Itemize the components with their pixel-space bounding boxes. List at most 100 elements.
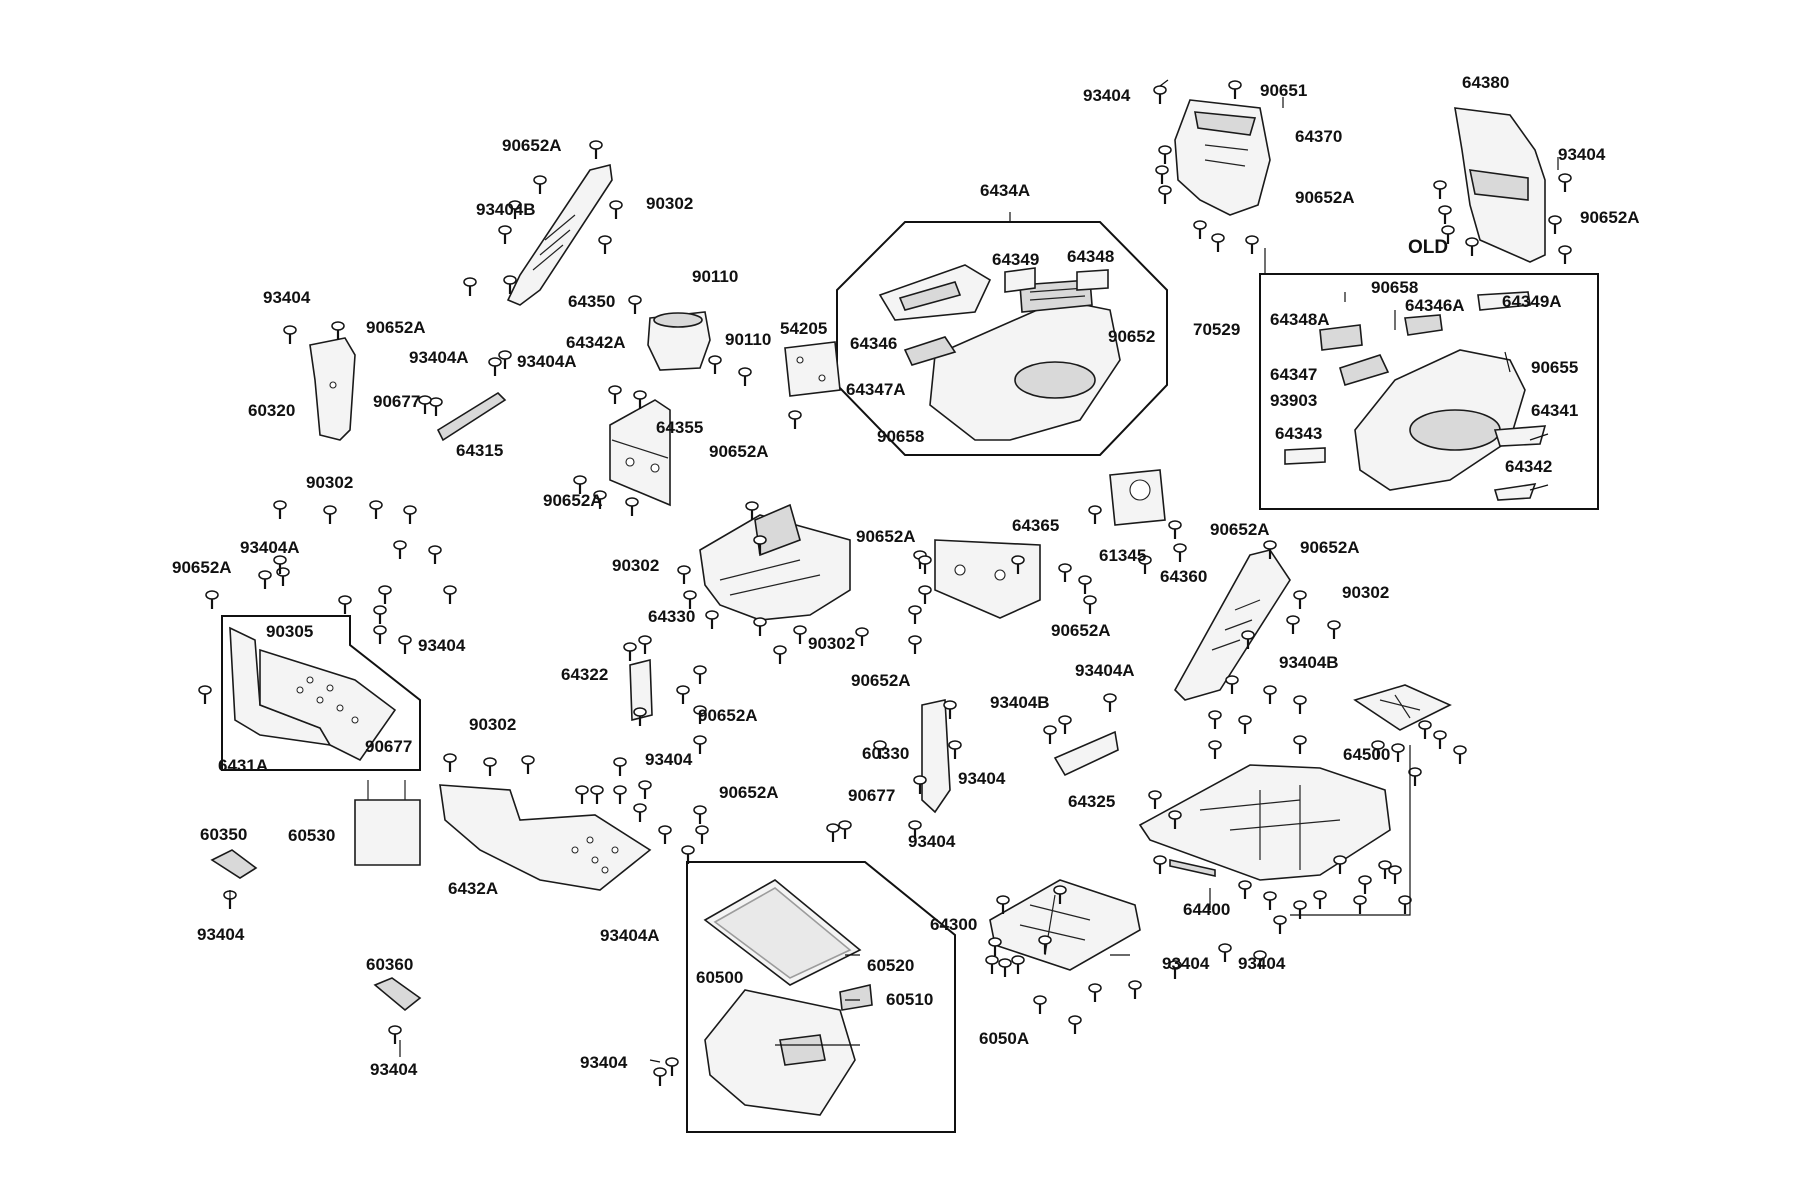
group-frame-old [1259,273,1599,510]
bolt-icon [573,475,587,494]
bolt-icon [1408,767,1422,786]
label-60330: 60330 [862,744,909,763]
bolt-icon [428,545,442,564]
bolt-icon [258,570,272,589]
panel-64370 [1174,99,1271,216]
bolt-icon [331,321,345,340]
bolt-icon [873,740,887,759]
label-90302: 90302 [808,634,855,653]
label-90658: 90658 [1371,278,1418,297]
label-60520: 60520 [867,956,914,975]
bolt-icon [1548,215,1562,234]
bolt-icon [665,1057,679,1076]
bolt-icon [483,757,497,776]
label-93404: 93404 [370,1060,418,1079]
bolt-icon [1438,205,1452,224]
panel-64380 [1454,107,1546,263]
bolt-icon [488,357,502,376]
bolt-icon [503,275,517,294]
label-64315: 64315 [456,441,503,460]
bolt-icon [855,627,869,646]
bolt-icon [1238,715,1252,734]
label-64500: 64500 [1343,745,1390,764]
bolt-icon [1433,180,1447,199]
label-93404A: 93404A [409,348,469,367]
bolt-icon [1418,720,1432,739]
label-90652A: 90652A [1051,621,1111,640]
bracket-60320 [309,337,356,441]
bolt-icon [1245,235,1259,254]
label-90655: 90655 [1531,358,1578,377]
bolt-icon [918,585,932,604]
bracket-60330 [921,699,951,814]
bolt-icon [1371,740,1385,759]
bolt-icon [677,565,691,584]
bracket-64315 [436,391,507,442]
label-90110: 90110 [725,330,771,349]
bracket-64350 [506,164,613,306]
bolt-icon [1128,980,1142,999]
label-90652A: 90652A [1300,538,1360,557]
label-90651: 90651 [1260,81,1307,100]
bolt-icon [1293,590,1307,609]
label-64330: 64330 [648,607,695,626]
bolt-icon [388,1025,402,1044]
bracket-64325 [1053,730,1119,777]
bolt-icon [1211,233,1225,252]
bolt-icon [498,350,512,369]
label-61345: 61345 [1099,546,1146,565]
bolt-icon [693,705,707,724]
bolt-icon [1103,693,1117,712]
bolt-icon [638,635,652,654]
label-6432A: 6432A [448,879,498,898]
bolt-icon [1078,575,1092,594]
bolt-icon [463,277,477,296]
bolt-icon [1293,735,1307,754]
bolt-icon [1327,620,1341,639]
label-6434A: 6434A [980,181,1030,200]
bolt-icon [498,225,512,244]
label-90652A: 90652A [709,442,769,461]
bolt-icon [1465,237,1479,256]
bolt-icon [676,685,690,704]
label-93404A: 93404A [600,926,660,945]
label-64365: 64365 [1012,516,1059,535]
label-64342: 64342 [1505,457,1552,476]
label-64355: 64355 [656,418,703,437]
label-64325: 64325 [1068,792,1115,811]
bolt-icon [1148,790,1162,809]
bolt-icon [1218,943,1232,962]
plate-60530 [354,780,421,866]
bolt-icon [1011,555,1025,574]
bolt-icon [1286,615,1300,634]
label-93404: 93404 [958,769,1006,788]
bolt-icon [658,825,672,844]
bolt-icon [708,355,722,374]
label-6050A: 6050A [979,1029,1029,1048]
bolt-icon [1453,745,1467,764]
bolt-icon [1238,880,1252,899]
bolt-icon [745,501,759,520]
label-90677: 90677 [848,786,895,805]
bolt-icon [985,955,999,974]
label-93404B: 93404B [990,693,1050,712]
label-64360: 64360 [1160,567,1207,586]
bolt-icon [273,500,287,519]
bolt-icon [1153,85,1167,104]
label-60320: 60320 [248,401,295,420]
bolt-icons [198,80,1572,1086]
bolt-icon [1558,173,1572,192]
label-64300: 64300 [930,915,977,934]
bolt-icon [1388,865,1402,884]
label-64347: 64347 [1270,365,1317,384]
box-61345 [1109,469,1166,526]
bolt-icon [908,605,922,624]
label-90302: 90302 [1342,583,1389,602]
bolt-icon [908,635,922,654]
label-old: OLD [1408,237,1448,258]
bolt-icon [1193,220,1207,239]
bolt-icon [681,845,695,864]
label-90677: 90677 [365,737,412,756]
floor-panel-6432A [439,784,652,891]
label-90652: 90652 [1108,327,1155,346]
